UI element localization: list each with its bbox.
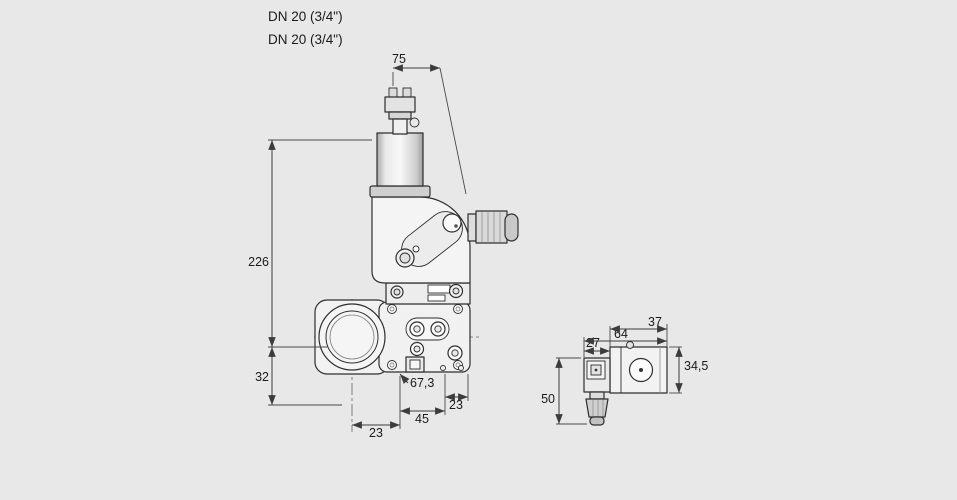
solenoid-coil bbox=[376, 132, 424, 187]
dim-depth: 67,3 bbox=[410, 376, 434, 390]
bonnet-port-right-inner bbox=[452, 287, 460, 295]
side-axis-dot bbox=[639, 368, 643, 372]
screw-hole-1 bbox=[440, 365, 446, 371]
housing-button bbox=[442, 213, 462, 233]
side-cylinder bbox=[475, 210, 508, 244]
flange-outer-circle bbox=[318, 303, 386, 371]
dim-body-height: 34,5 bbox=[684, 359, 708, 373]
side-view bbox=[583, 341, 668, 426]
port-1-inner bbox=[413, 325, 421, 333]
front-view bbox=[314, 87, 519, 432]
cylinder-end-cap bbox=[504, 213, 519, 242]
plug-step bbox=[388, 111, 412, 120]
dim-bottom-left: 23 bbox=[369, 426, 383, 440]
housing-small-hole bbox=[412, 245, 420, 253]
dim-connector-width: 27 bbox=[586, 336, 600, 350]
front-dimensions: 75 226 32 67,3 23 45 23 bbox=[248, 52, 469, 440]
indicator-circle bbox=[409, 117, 420, 128]
side-dimensions: 27 64 37 34,5 50 bbox=[541, 315, 708, 425]
gland-neck bbox=[589, 391, 605, 400]
rating-label-2 bbox=[427, 294, 446, 302]
screw-hole-2 bbox=[458, 365, 464, 371]
dim-total-height: 50 bbox=[541, 392, 555, 406]
pressure-tap-inner bbox=[409, 359, 421, 370]
dim-bottom-center: 45 bbox=[415, 412, 429, 426]
dim-height-bottom: 32 bbox=[255, 370, 269, 384]
dim-width-top: 75 bbox=[392, 52, 406, 66]
leader-line-67-3 bbox=[399, 373, 410, 384]
cylinder-stub bbox=[467, 213, 477, 242]
ext-line-75-diagonal bbox=[439, 67, 467, 195]
gland-cap bbox=[589, 416, 605, 426]
port-3-inner bbox=[413, 345, 421, 353]
connector-plug bbox=[384, 96, 416, 113]
port-2-inner bbox=[434, 325, 442, 333]
port-4-inner bbox=[451, 349, 459, 357]
valve-stem bbox=[392, 118, 408, 135]
housing-button-dot bbox=[454, 224, 458, 228]
coil-cap bbox=[369, 185, 431, 198]
dim-height-total: 226 bbox=[248, 255, 269, 269]
top-screw bbox=[626, 341, 634, 349]
side-connector-pin bbox=[594, 368, 598, 372]
gland-hatching bbox=[592, 400, 604, 416]
flange-thread-circle bbox=[329, 314, 375, 360]
dim-bottom-right: 23 bbox=[449, 398, 463, 412]
cylinder-ribs bbox=[481, 212, 501, 242]
dn-size-label-1: DN 20 (3/4") bbox=[268, 9, 343, 24]
dim-body-width: 37 bbox=[648, 315, 662, 329]
rating-label-1 bbox=[427, 284, 451, 294]
bonnet-port-left-inner bbox=[393, 288, 401, 296]
adjustment-port-inner bbox=[399, 252, 411, 264]
cable-gland-nut bbox=[585, 398, 609, 418]
flange-bore-circle bbox=[325, 310, 379, 364]
dn-size-label-2: DN 20 (3/4") bbox=[268, 32, 343, 47]
